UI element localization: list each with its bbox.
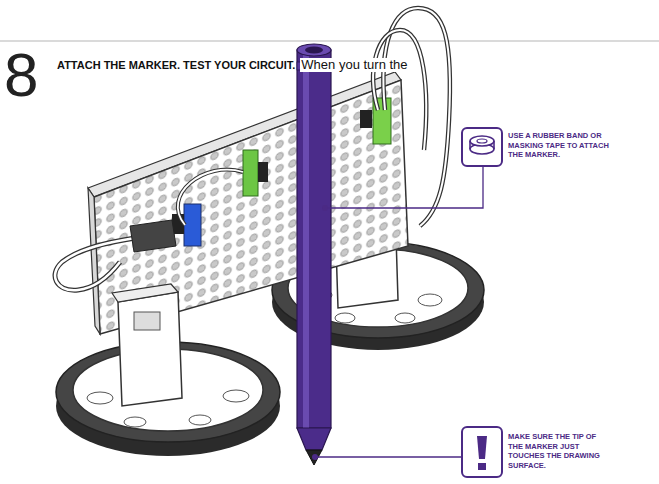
marker — [297, 44, 331, 465]
connector — [360, 110, 372, 128]
warning-callout — [312, 427, 502, 477]
blue-bit — [184, 204, 201, 246]
callout-note: USE A RUBBER BAND OR MASKING TAPE TO ATT… — [508, 131, 612, 160]
front-motor — [112, 284, 182, 406]
step-text: When you turn the — [300, 58, 408, 72]
connector — [258, 162, 268, 182]
wires — [55, 8, 450, 290]
callout-note: MAKE SURE THE TIP OF THE MARKER JUST TOU… — [508, 432, 612, 470]
header-rule — [0, 40, 659, 41]
step-heading: ATTACH THE MARKER. TEST YOUR CIRCUIT. — [56, 58, 296, 72]
tape-callout — [322, 128, 502, 211]
green-bit — [243, 150, 258, 196]
step-number: 8 — [4, 44, 38, 106]
usb-plug — [130, 220, 176, 252]
pegboard — [88, 72, 408, 334]
